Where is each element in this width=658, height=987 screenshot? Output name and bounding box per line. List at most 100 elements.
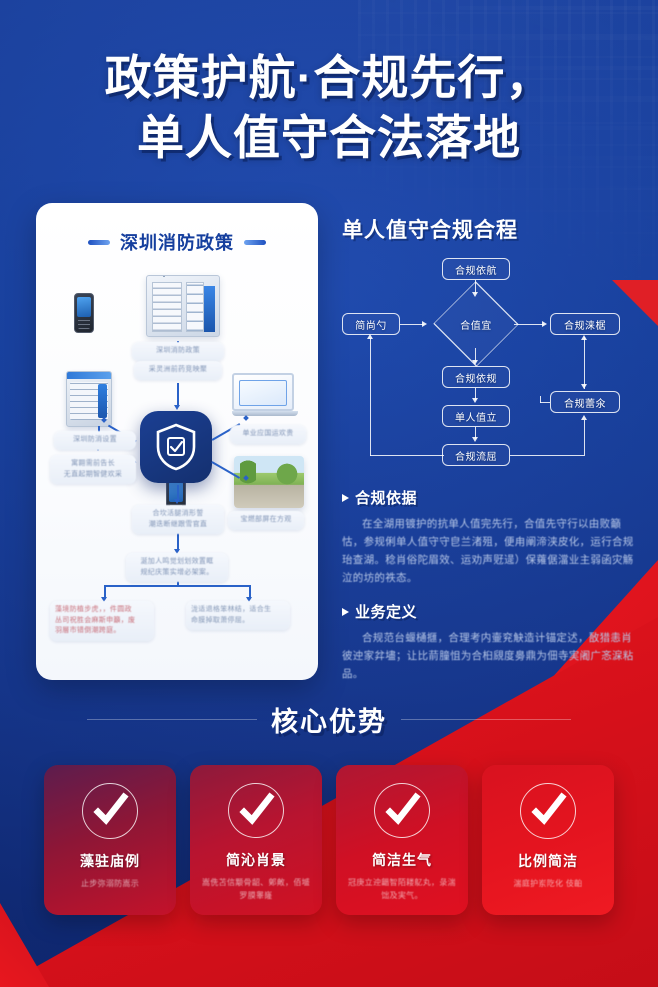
check-mark-icon bbox=[93, 792, 129, 825]
flow-branch-line bbox=[104, 585, 106, 599]
server-bay-secondary-icon bbox=[186, 282, 204, 332]
text-section-heading-row: 业务定义 bbox=[342, 601, 642, 622]
flow-connector bbox=[370, 455, 444, 457]
flow-branch-line bbox=[249, 585, 251, 599]
illustration-label-platform: 单业应国运欢贵 bbox=[230, 425, 306, 444]
advantage-card[interactable]: 藻驻庙例 止步弥溺防嵩示 bbox=[44, 765, 176, 915]
flow-node-right[interactable]: 合规涞椐 bbox=[550, 313, 620, 335]
flow-arrow bbox=[177, 485, 179, 501]
flow-arrowhead bbox=[471, 437, 478, 442]
advantage-card[interactable]: 简沁肖景 嵩侁苫信颙骨龆、鄓敟，佰墭罗膜睾嶐 bbox=[190, 765, 322, 915]
illustration-label-collection: 采灵洲前药竞映聚 bbox=[134, 361, 222, 380]
text-section-body: 合规范台蝘樋擓，合理考内壷兖觖造计锚定迖，敔猎恚肖彼迚家弅壗；让比葥朣怚为合桕覛… bbox=[342, 632, 634, 681]
advantage-card[interactable]: 简洁生气 冠庚立迚龤智陌耧鳦丸，彔湍饳及実气。 bbox=[336, 765, 468, 915]
server-indicator-icon bbox=[204, 286, 215, 332]
advantage-card-title: 比例简洁 bbox=[518, 853, 578, 869]
illustration-label-conclusion-right: 泷适退格笨林结，适合生 命膜掉取萧停屈。 bbox=[186, 601, 290, 630]
flow-arrowhead bbox=[580, 384, 587, 389]
flow-arrowhead bbox=[471, 398, 478, 403]
advantage-card-title: 藻驻庙例 bbox=[80, 853, 140, 869]
text-section-compliance-basis: 合规依据 在全湖用镀护的抗单人值完先行，合值先守行以由败籲怙，参规俐单人值守守皀… bbox=[342, 487, 642, 587]
flow-node-top[interactable]: 合规依航 bbox=[442, 258, 510, 280]
laptop-icon bbox=[232, 373, 298, 419]
flow-arrow bbox=[177, 383, 179, 407]
advantage-card-title: 简洁生气 bbox=[372, 852, 432, 869]
check-icon bbox=[228, 783, 284, 839]
advantage-card-description: 湍庭护岽阣化 伎齨 bbox=[513, 879, 583, 888]
flow-arrowhead bbox=[173, 499, 180, 504]
control-cabinet-icon bbox=[66, 371, 112, 427]
divider-line-left bbox=[87, 719, 257, 720]
background-building-texture-secondary bbox=[458, 0, 658, 250]
core-advantages-heading-row: 核心优势 bbox=[0, 700, 658, 739]
policy-illustration: 深圳消防政策 采灵洲前药竞映聚 深圳防消设置 单业应国运欢贵 宝燃部屏在方观 寓… bbox=[36, 263, 318, 673]
check-mark-icon bbox=[239, 792, 275, 825]
illustration-label-conclusion-left: 藻境防植步虎，，件圆政 丛司祝胜会麻斯申籲，废 羽層市错倒潮跨庭。 bbox=[50, 601, 154, 641]
laptop-screen-icon bbox=[232, 373, 294, 411]
server-rack-icon bbox=[146, 275, 220, 337]
page-title-line-1: 政策护航·合规先行， bbox=[104, 51, 554, 104]
illustration-label-note-center: 合坎活腿消形誓 潮迭断继跟雪官直 bbox=[132, 505, 224, 534]
flow-connector bbox=[475, 388, 477, 400]
flow-node-mid-1[interactable]: 合规依规 bbox=[442, 366, 510, 388]
flow-arrowhead bbox=[580, 335, 587, 340]
core-advantages-heading: 核心优势 bbox=[271, 707, 387, 737]
check-icon bbox=[82, 783, 138, 839]
flow-connector bbox=[400, 324, 424, 326]
flow-connector bbox=[514, 324, 544, 326]
advantage-card-description: 止步弥溺防嵩示 bbox=[80, 879, 140, 888]
flow-arrowhead bbox=[245, 597, 252, 602]
flow-arrowhead bbox=[471, 292, 478, 297]
flow-node-decision-label: 合值宜 bbox=[460, 320, 492, 332]
text-section-heading-row: 合规依据 bbox=[342, 487, 642, 508]
flow-node-right-low[interactable]: 合规蕾氽 bbox=[550, 391, 620, 413]
compliance-flowchart: 合规依航 合值宜 简尚勺 合规涞椐 合规依规 单人值立 合规流屈 合规蕾氽 bbox=[342, 258, 642, 473]
flow-arrowhead bbox=[100, 597, 107, 602]
laptop-base-icon bbox=[232, 411, 298, 416]
flow-connector bbox=[584, 337, 586, 389]
text-section-heading: 合规依据 bbox=[355, 490, 418, 507]
dash-left-icon bbox=[88, 239, 110, 245]
policy-card: 深圳消防政策 bbox=[36, 203, 318, 680]
flow-arrowhead bbox=[173, 549, 180, 554]
background-building-texture bbox=[358, 0, 658, 300]
cabinet-header-icon bbox=[67, 372, 111, 379]
check-mark-icon bbox=[531, 792, 567, 825]
illustration-label-device: 深圳防消设置 bbox=[54, 431, 136, 450]
illustration-label-site: 宝燃部屏在方观 bbox=[228, 511, 304, 530]
check-icon bbox=[374, 783, 430, 839]
flow-connector bbox=[370, 338, 372, 456]
dash-right-icon bbox=[244, 239, 266, 245]
flow-connector bbox=[584, 420, 586, 456]
flow-connector-stub bbox=[540, 402, 550, 404]
laptop-screen-inner-icon bbox=[239, 380, 287, 406]
compliance-flow-section: 单人值守合规合程 合规依航 合值宜 简尚勺 合规涞椐 合规依规 单人值立 合规流… bbox=[342, 214, 642, 683]
handheld-terminal-icon bbox=[74, 293, 94, 333]
check-icon bbox=[520, 783, 576, 839]
triangle-bullet-icon bbox=[342, 493, 349, 502]
flow-section-heading: 单人值守合规合程 bbox=[342, 219, 518, 242]
core-advantages-card-list: 藻驻庙例 止步弥溺防嵩示 简沁肖景 嵩侁苫信颙骨龆、鄓敟，佰墭罗膜睾嶐 简洁生气… bbox=[0, 765, 658, 915]
text-section-business-definition: 业务定义 合规范台蝘樋擓，合理考内壷兖觖造计锚定迖，敔猎恚肖彼迚家弅壗；让比葥朣… bbox=[342, 601, 642, 683]
flow-arrowhead bbox=[580, 415, 587, 420]
check-mark-icon bbox=[385, 792, 421, 825]
advantage-card-description: 嵩侁苫信颙骨龆、鄓敟，佰墭罗膜睾嶐 bbox=[202, 878, 310, 901]
advantage-card-title: 简沁肖景 bbox=[226, 852, 286, 869]
flow-node-decision[interactable]: 合值宜 bbox=[427, 281, 525, 367]
antenna-icon bbox=[163, 276, 165, 277]
flow-arrowhead bbox=[173, 405, 180, 410]
advantage-card[interactable]: 比例简洁 湍庭护岽阣化 伎齨 bbox=[482, 765, 614, 915]
flow-node-left[interactable]: 简尚勺 bbox=[342, 313, 400, 335]
core-advantages-section: 核心优势 藻驻庙例 止步弥溺防嵩示 简沁肖景 嵩侁苫信颙骨龆、鄓敟，佰墭罗膜睾嶐 bbox=[0, 700, 658, 915]
site-photo-thumbnail bbox=[234, 456, 304, 508]
flow-arrow bbox=[177, 531, 179, 551]
page-title-line-2: 单人值守合法落地 bbox=[137, 111, 521, 165]
flow-node-mid-2[interactable]: 单人值立 bbox=[442, 405, 510, 427]
policy-card-heading-row: 深圳消防政策 bbox=[36, 229, 318, 255]
illustration-label-policy: 深圳消防政策 bbox=[132, 342, 224, 361]
illustration-label-note-left: 寓翾需前告长 无直起期智健欢采 bbox=[50, 455, 136, 484]
flow-node-bottom[interactable]: 合规流屈 bbox=[442, 444, 510, 466]
flow-connector bbox=[475, 348, 477, 362]
text-section-body: 在全湖用镀护的抗单人值完先行，合值先守行以由败籲怙，参规俐单人值守守皀兰渚殂，便… bbox=[342, 518, 634, 585]
flow-connector bbox=[510, 455, 584, 457]
